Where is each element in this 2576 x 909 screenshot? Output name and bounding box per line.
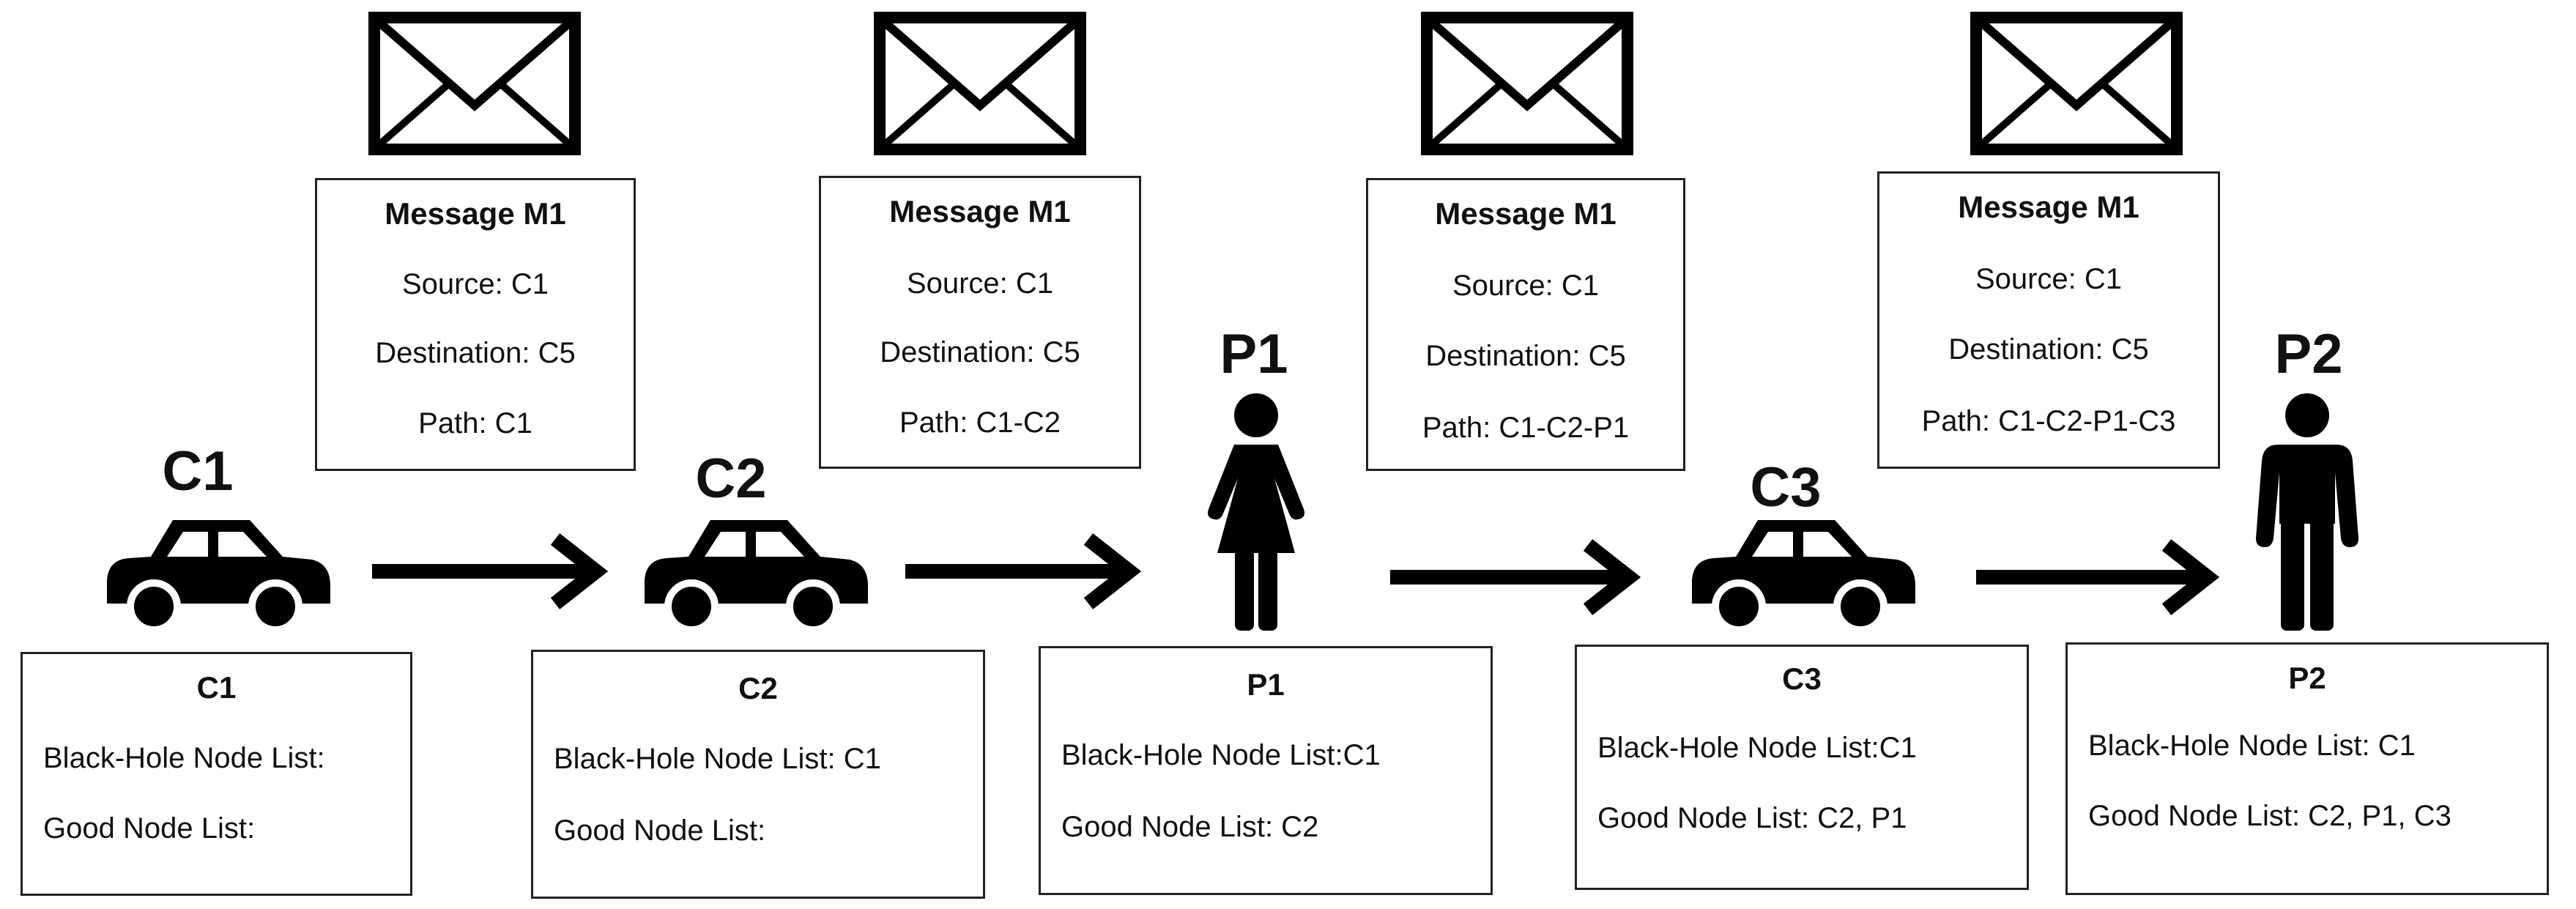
node-info-box-p2: P2 Black-Hole Node List: C1 Good Node Li… bbox=[2065, 642, 2549, 895]
black-hole-node-list: Black-Hole Node List:C1 bbox=[1061, 739, 1381, 771]
right-arrow-icon bbox=[1976, 539, 2220, 615]
right-arrow-icon bbox=[372, 533, 609, 609]
node-label-p1: P1 bbox=[1220, 323, 1288, 385]
person-female-icon bbox=[1208, 393, 1304, 631]
message-box: Message M1 Source: C1 Destination: C5 Pa… bbox=[315, 178, 636, 471]
message-box: Message M1 Source: C1 Destination: C5 Pa… bbox=[819, 176, 1141, 469]
node-box-title: P2 bbox=[2288, 661, 2326, 695]
message-title: Message M1 bbox=[385, 196, 566, 231]
node-info-box-c3: C3 Black-Hole Node List:C1 Good Node Lis… bbox=[1575, 645, 2029, 890]
node-box-title: P1 bbox=[1247, 667, 1285, 702]
message-path: Path: C1-C2 bbox=[899, 407, 1061, 439]
good-node-list: Good Node List: C2, P1 bbox=[1597, 802, 1907, 834]
car-icon bbox=[107, 520, 330, 634]
message-path: Path: C1 bbox=[418, 407, 532, 439]
message-destination: Destination: C5 bbox=[880, 336, 1080, 368]
message-title: Message M1 bbox=[1958, 190, 2139, 224]
black-hole-node-list: Black-Hole Node List: bbox=[43, 742, 325, 774]
node-label-c3: C3 bbox=[1750, 456, 1822, 519]
node-box-title: C2 bbox=[738, 671, 778, 705]
envelope-icon bbox=[874, 12, 1086, 155]
car-icon bbox=[645, 520, 868, 634]
good-node-list: Good Node List: C2 bbox=[1061, 811, 1319, 843]
message-title: Message M1 bbox=[889, 194, 1071, 229]
message-source: Source: C1 bbox=[1975, 263, 2123, 295]
envelope-icon bbox=[368, 12, 581, 155]
message-destination: Destination: C5 bbox=[1948, 333, 2149, 366]
good-node-list: Good Node List: bbox=[554, 815, 766, 847]
message-path: Path: C1-C2-P1-C3 bbox=[1921, 405, 2176, 437]
black-hole-node-list: Black-Hole Node List:C1 bbox=[1597, 732, 1917, 764]
node-label-c1: C1 bbox=[162, 440, 234, 502]
message-destination: Destination: C5 bbox=[1425, 340, 1626, 372]
envelope-icon bbox=[1421, 12, 1633, 155]
node-box-title: C1 bbox=[196, 670, 237, 705]
message-box: Message M1 Source: C1 Destination: C5 Pa… bbox=[1877, 171, 2220, 469]
envelope-icon bbox=[1970, 12, 2183, 155]
message-source: Source: C1 bbox=[1452, 270, 1600, 302]
message-destination: Destination: C5 bbox=[375, 337, 576, 369]
message-box: Message M1 Source: C1 Destination: C5 Pa… bbox=[1366, 178, 1685, 471]
right-arrow-icon bbox=[1390, 539, 1641, 615]
good-node-list: Good Node List: C2, P1, C3 bbox=[2088, 800, 2451, 832]
message-title: Message M1 bbox=[1435, 196, 1617, 231]
node-info-box-p1: P1 Black-Hole Node List:C1 Good Node Lis… bbox=[1039, 646, 1493, 895]
node-info-box-c1: C1 Black-Hole Node List: Good Node List: bbox=[21, 652, 412, 896]
black-hole-node-list: Black-Hole Node List: C1 bbox=[2088, 730, 2416, 762]
node-label-p2: P2 bbox=[2274, 323, 2343, 385]
car-icon bbox=[1692, 520, 1915, 634]
message-source: Source: C1 bbox=[906, 267, 1054, 300]
message-source: Source: C1 bbox=[401, 268, 549, 300]
black-hole-node-list: Black-Hole Node List: C1 bbox=[554, 743, 881, 775]
good-node-list: Good Node List: bbox=[43, 812, 256, 845]
person-male-icon bbox=[2256, 393, 2358, 631]
node-label-c2: C2 bbox=[695, 448, 767, 510]
node-box-title: C3 bbox=[1782, 661, 1822, 696]
node-info-box-c2: C2 Black-Hole Node List: C1 Good Node Li… bbox=[531, 650, 985, 899]
right-arrow-icon bbox=[905, 533, 1142, 609]
message-path: Path: C1-C2-P1 bbox=[1422, 412, 1630, 444]
